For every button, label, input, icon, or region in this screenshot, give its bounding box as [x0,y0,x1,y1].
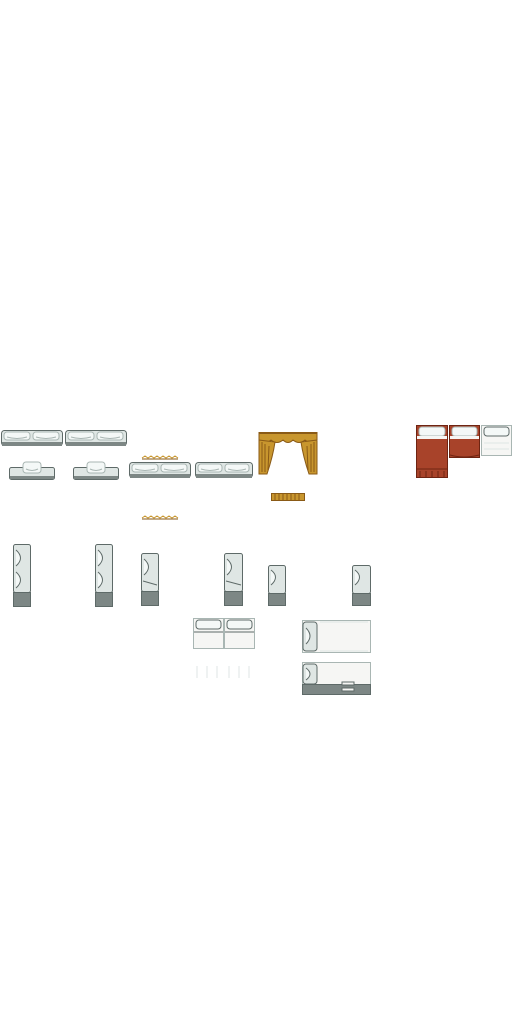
stage-curtain [258,432,318,476]
curtain-valance [271,493,305,502]
sofa-double-b [195,460,253,480]
sofa-double-a [129,460,191,480]
sofa-side-short-c [268,565,286,607]
fringe-trim-top [141,455,179,460]
sofa-single-a [9,461,55,481]
sofa-single-b [73,461,119,481]
bed-long-side-b [302,662,371,696]
bed-red-single [449,425,480,459]
sofa-side-tall-b [95,544,113,607]
sofa-side-short-b [224,553,243,607]
sofa-long-right [65,428,127,448]
bed-white-single [481,425,512,457]
bed-pair-top [193,618,255,680]
fringe-trim-bottom [141,515,179,520]
sofa-side-short-a [141,553,159,607]
bed-red-double [416,425,448,479]
sofa-side-tall-a [13,544,31,607]
sofa-side-short-d [352,565,371,607]
sofa-long-left [1,428,63,448]
bed-long-side [302,620,371,654]
